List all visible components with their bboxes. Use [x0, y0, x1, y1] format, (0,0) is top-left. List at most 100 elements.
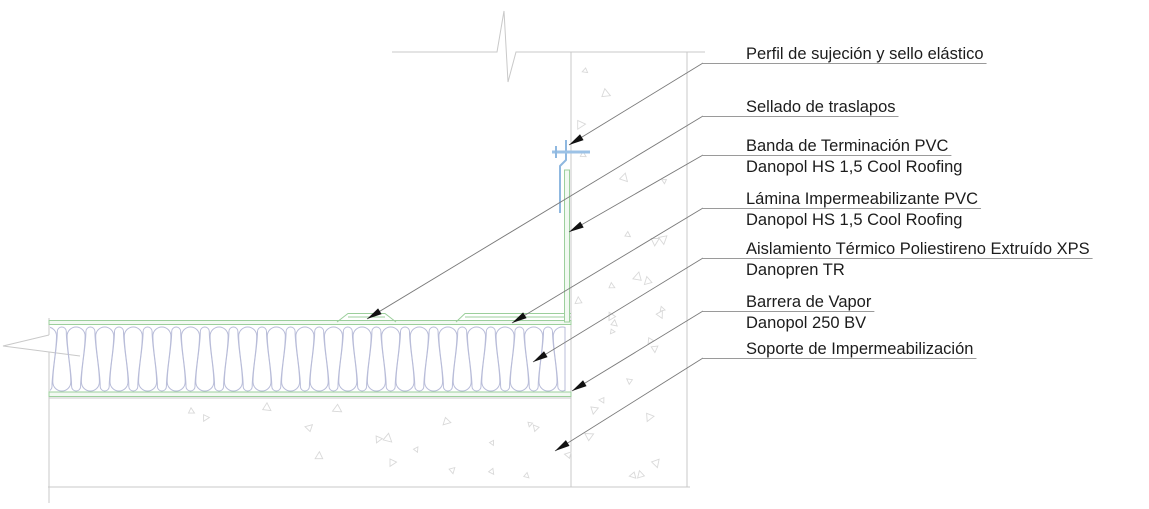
callout-barrera-product: Danopol 250 BV: [746, 314, 866, 332]
stipple-triangle: [625, 378, 634, 386]
termination-band-horizontal: [455, 313, 571, 323]
concrete-stipple-texture: [187, 67, 668, 479]
leader-line: [568, 154, 704, 233]
callout-labels: Perfil de sujeción y sello elástico Sell…: [703, 45, 1093, 359]
callout-banda: Banda de Terminación PVC Danopol HS 1,5 …: [703, 137, 962, 176]
stipple-triangle: [577, 119, 587, 131]
stipple-triangle: [601, 87, 612, 98]
callout-banda-product: Danopol HS 1,5 Cool Roofing: [746, 158, 962, 176]
callout-aislamiento-text: Aislamiento Térmico Poliestireno Extruíd…: [746, 240, 1090, 258]
stipple-triangle: [608, 281, 616, 289]
stipple-triangle: [581, 67, 589, 74]
stipple-triangle: [646, 412, 656, 423]
callout-lamina-product: Danopol HS 1,5 Cool Roofing: [746, 211, 962, 229]
stipple-triangle: [412, 446, 419, 454]
stipple-triangle: [643, 275, 653, 286]
roof-layers: [48, 169, 572, 397]
leader-line: [532, 257, 704, 363]
insulation-pin: [281, 326, 301, 392]
leader-arrowhead: [512, 312, 527, 323]
insulation-pin: [309, 326, 329, 392]
stipple-triangle: [628, 471, 637, 479]
insulation-pin: [138, 326, 158, 392]
leader-line: [366, 115, 704, 320]
leader-lines: [366, 62, 704, 452]
leader-arrowhead: [572, 380, 587, 391]
stipple-triangle: [487, 467, 495, 476]
stipple-triangle: [618, 172, 629, 183]
insulation-pin: [395, 326, 415, 392]
insulation-pin: [209, 326, 229, 392]
stipple-triangle: [442, 416, 452, 426]
insulation-pin: [80, 326, 100, 392]
stipple-triangle: [650, 345, 659, 354]
stipple-triangle: [261, 401, 272, 412]
insulation-pin: [166, 326, 186, 392]
insulation-pin: [252, 326, 272, 392]
callout-aislamiento: Aislamiento Térmico Poliestireno Extruíd…: [703, 240, 1093, 279]
insulation-pin: [495, 326, 515, 392]
stipple-triangle: [532, 424, 540, 433]
insulation-pin: [295, 326, 315, 392]
insulation-pin: [109, 326, 129, 392]
stipple-triangle: [660, 179, 668, 185]
insulation-pin: [538, 326, 558, 392]
wall-top-edge-with-break: [392, 10, 705, 83]
insulation-pin: [366, 326, 386, 392]
leader-arrowhead: [569, 134, 584, 145]
concrete-structure: [2, 10, 705, 503]
stipple-triangle: [650, 237, 660, 247]
stipple-triangle: [527, 421, 534, 428]
stipple-triangle: [187, 406, 196, 414]
insulation-pin: [123, 326, 143, 392]
insulation-pin: [381, 326, 401, 392]
insulation-pin: [52, 326, 72, 392]
stipple-triangle: [636, 469, 646, 479]
leader-line: [568, 62, 704, 146]
membrane-overlap-joint: [336, 313, 397, 323]
stipple-triangle: [331, 403, 343, 413]
stipple-triangle: [609, 328, 616, 335]
stipple-triangle: [632, 271, 642, 281]
stipple-triangle: [579, 150, 587, 158]
stipple-triangle: [488, 439, 495, 447]
insulation-pin: [481, 326, 501, 392]
insulation-pin: [50, 326, 58, 391]
insulation-pin: [509, 326, 529, 392]
vapor-barrier-layer: [48, 391, 572, 397]
stipple-triangle: [448, 466, 456, 475]
insulation-pin: [424, 326, 444, 392]
leader-arrowhead: [569, 221, 584, 232]
stipple-triangle: [597, 396, 605, 404]
callout-sellado: Sellado de traslapos: [703, 98, 899, 117]
callout-sellado-text: Sellado de traslapos: [746, 98, 896, 116]
callout-aislamiento-product: Danopren TR: [746, 261, 845, 279]
stipple-triangle: [314, 450, 324, 460]
stipple-triangle: [590, 406, 600, 416]
callout-barrera-text: Barrera de Vapor: [746, 293, 872, 311]
stipple-triangle: [382, 432, 393, 443]
stipple-triangle: [624, 230, 632, 238]
stipple-triangle: [655, 309, 663, 320]
stipple-triangle: [608, 311, 617, 322]
callout-soporte-text: Soporte de Impermeabilización: [746, 340, 973, 358]
callout-lamina-text: Lámina Impermeabilizante PVC: [746, 190, 978, 208]
insulation-pin: [552, 326, 566, 392]
stipple-triangle: [610, 318, 618, 327]
insulation-pin: [338, 326, 358, 392]
stipple-triangle: [650, 458, 660, 469]
callout-soporte: Soporte de Impermeabilización: [703, 340, 977, 359]
fixing-profile: [552, 140, 590, 213]
insulation-pin: [223, 326, 243, 392]
termination-band-upstand: [564, 169, 570, 323]
leader-arrowhead: [555, 440, 570, 451]
leader-line: [511, 207, 704, 324]
stipple-triangle: [584, 433, 595, 442]
insulation-pin: [195, 326, 215, 392]
callout-barrera: Barrera de Vapor Danopol 250 BV: [703, 293, 875, 332]
stipple-triangle: [389, 458, 398, 468]
insulation-pin: [438, 326, 458, 392]
callout-perfil: Perfil de sujeción y sello elástico: [703, 45, 987, 64]
